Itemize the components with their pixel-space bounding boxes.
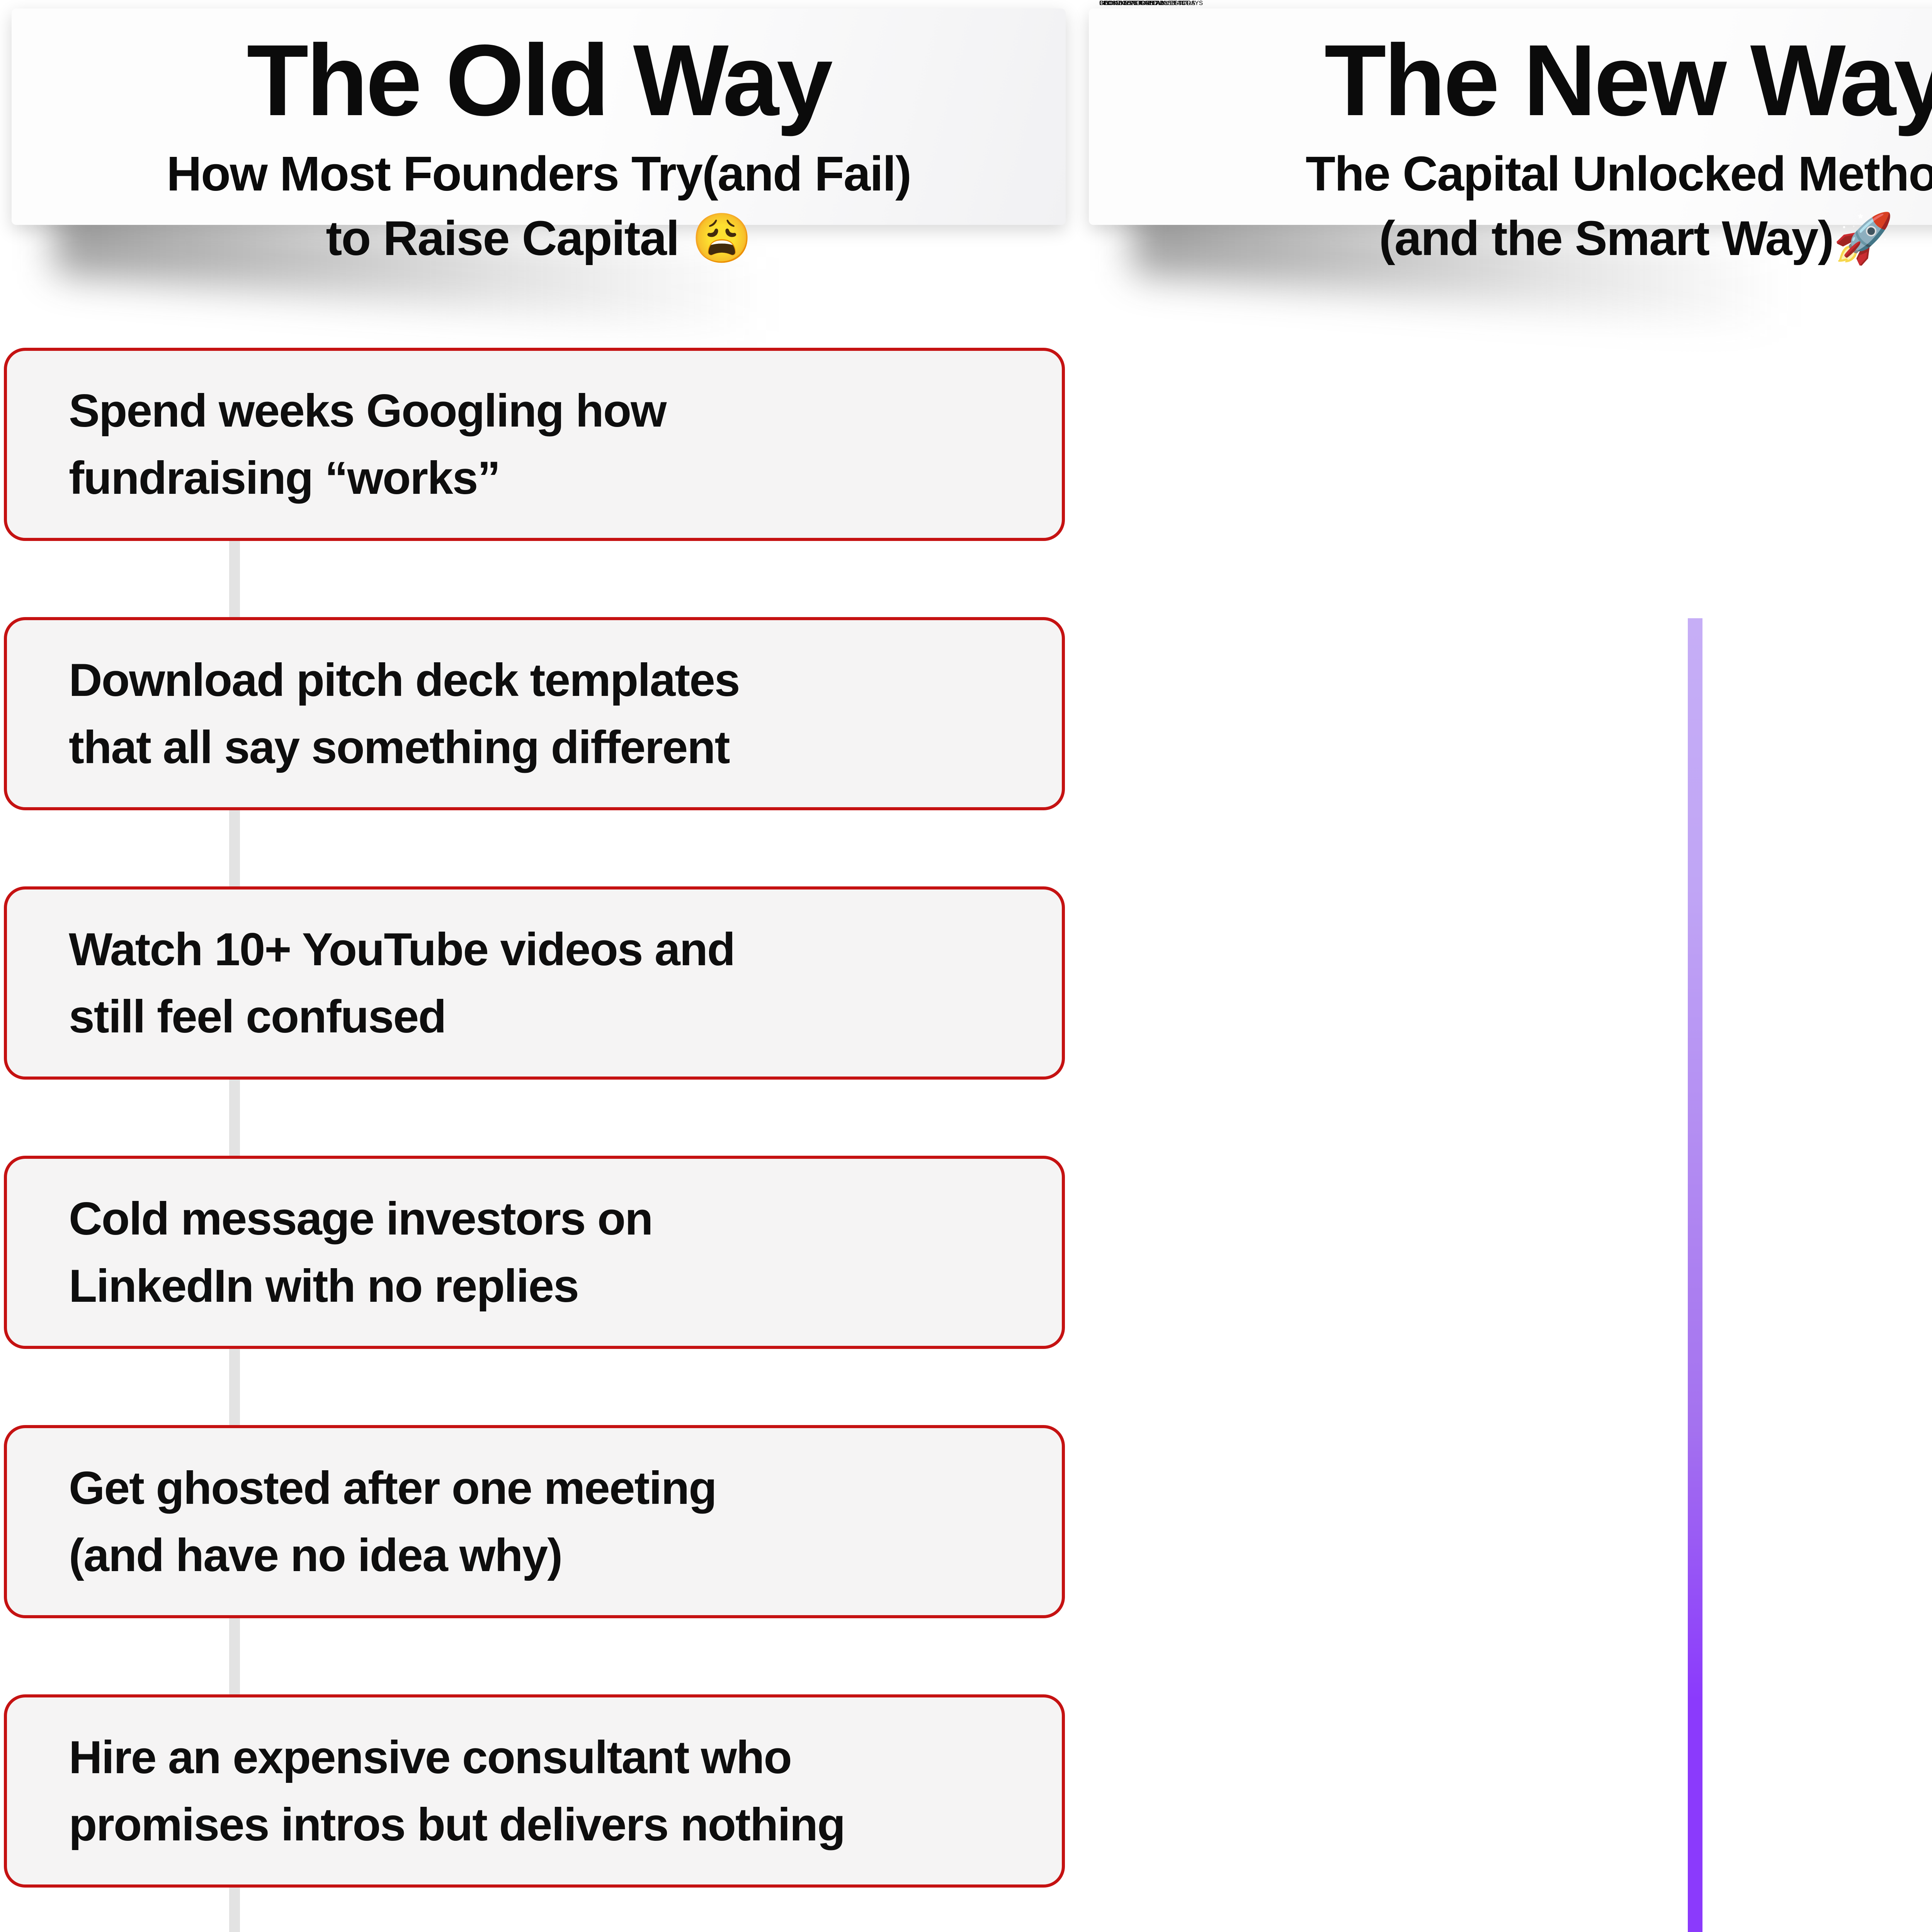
old-step-box-5: Get ghosted after one meeting (and have … [4, 1425, 1065, 1618]
new-step-pill-4: CLOSE CONFIDENTLY [1099, 0, 1932, 7]
old-way-header-card: The Old Way How Most Founders Try(and Fa… [12, 9, 1066, 265]
old-step-box-4: Cold message investors on LinkedIn with … [4, 1156, 1065, 1349]
new-way-connector-line [1688, 618, 1702, 1932]
new-step-pill-3: BOOK INVESTOR CALLS FAST [1099, 0, 1932, 7]
new-step-pill-2: FIND 100+ ALIGNED INVESTORS [1099, 0, 1932, 7]
new-step-pill-text: CLOSE CONFIDENTLY [1099, 0, 1165, 7]
old-step-box-1: Spend weeks Googling how fundraising “wo… [4, 348, 1065, 541]
old-step-box-2: Download pitch deck templates that all s… [4, 617, 1065, 810]
old-way-subtitle: How Most Founders Try(and Fail) to Raise… [166, 146, 912, 265]
old-step-text: Get ghosted after one meeting (and have … [69, 1462, 717, 1581]
old-step-text: Download pitch deck templates that all s… [69, 654, 740, 773]
old-step-text: Spend weeks Googling how fundraising “wo… [69, 385, 667, 504]
old-step-text: Hire an expensive consultant who promise… [69, 1731, 845, 1850]
old-step-text: Watch 10+ YouTube videos and still feel … [69, 923, 735, 1043]
new-step-pill-text: GET INVESTOR-READY IN 30 DAYS [1099, 0, 1203, 7]
old-step-text: Cold message investors on LinkedIn with … [69, 1193, 653, 1312]
old-step-box-3: Watch 10+ YouTube videos and still feel … [4, 886, 1065, 1080]
new-way-subtitle: The Capital Unlocked Method (and the Sma… [1305, 146, 1932, 265]
new-step-pill-1: GET INVESTOR-READY IN 30 DAYS [1099, 0, 1932, 7]
new-way-title: The New Way [1324, 24, 1932, 137]
new-step-pill-text: FIND 100+ ALIGNED INVESTORS [1099, 0, 1196, 7]
new-way-header-card: The New Way The Capital Unlocked Method … [1089, 9, 1932, 265]
old-step-box-6: Hire an expensive consultant who promise… [4, 1694, 1065, 1888]
new-step-pill-text: BOOK INVESTOR CALLS FAST [1099, 0, 1189, 7]
old-way-title: The Old Way [247, 24, 833, 137]
